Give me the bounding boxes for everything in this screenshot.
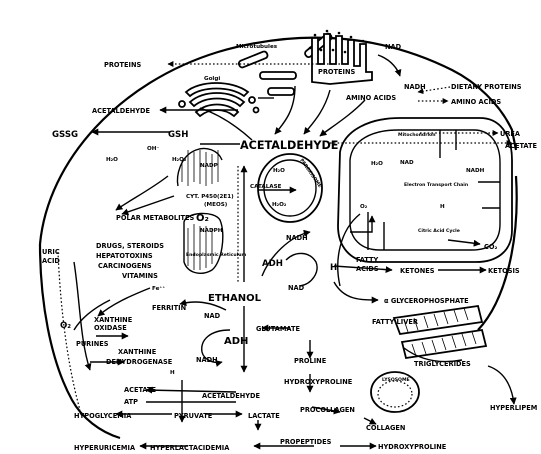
label-adh-low: ADH xyxy=(224,336,248,347)
label-golgi: Golgi xyxy=(204,76,220,82)
label-hydroxyproline: HYDROXYPROLINE xyxy=(284,378,353,386)
label-meos: (MEOS) xyxy=(204,202,228,208)
label-cyt-p450: CYT. P450(2E1) xyxy=(186,194,234,200)
label-gsh: GSH xyxy=(168,130,188,140)
label-xanthine-dh-1: XANTHINE xyxy=(118,348,157,356)
label-xanthine-dh-2: DEHYDROGENASE xyxy=(106,358,173,366)
label-nadp: NADP xyxy=(200,163,218,169)
label-proteins-center: PROTEINS xyxy=(318,68,355,76)
label-nad-mito: NAD xyxy=(400,160,414,166)
label-proline: PROLINE xyxy=(294,357,327,365)
label-acetaldehyde-low: ACETALDEHYDE xyxy=(202,392,260,400)
label-hepatotoxins: HEPATOTOXINS xyxy=(96,252,153,260)
label-h2o-perox: H₂O xyxy=(273,168,285,174)
label-uric-acid-2: ACID xyxy=(42,257,60,265)
label-nadh-low: NADH xyxy=(196,356,218,364)
label-mitochondrion: Mitochondrion xyxy=(398,132,435,138)
label-vitamins: VITAMINS xyxy=(122,272,158,280)
label-o2-left: O₂ xyxy=(60,321,71,331)
label-atp: ATP xyxy=(124,398,138,406)
label-hypoglycemia: HYPOGLYCEMIA xyxy=(74,412,132,420)
label-lactate: LACTATE xyxy=(248,412,280,420)
label-purines: PURINES xyxy=(76,340,109,348)
label-xanthine-oxidase-2: OXIDASE xyxy=(94,324,127,332)
label-carcinogens: CARCINOGENS xyxy=(98,262,152,270)
label-collagen: COLLAGEN xyxy=(366,424,405,432)
label-uric-acid-1: URIC xyxy=(42,248,60,256)
label-propeptides: PROPEPTIDES xyxy=(280,438,332,446)
label-h2o-left: H₂O xyxy=(106,157,118,163)
label-nadh-mito: NADH xyxy=(466,168,485,174)
label-h-mito: H xyxy=(440,204,445,210)
label-triglycerides: TRIGLYCERIDES xyxy=(414,360,471,368)
label-o2-mito: O₂ xyxy=(360,204,368,210)
label-h2o2-left: H₂O₂ xyxy=(172,157,187,163)
label-xanthine-oxidase-1: XANTHINE xyxy=(94,316,133,324)
label-h-low: H xyxy=(170,370,175,376)
label-citric-acid-cycle: Citric Acid Cycle xyxy=(418,228,460,234)
label-ketones: KETONES xyxy=(400,267,435,275)
label-h-mid: H xyxy=(330,263,337,273)
label-acetate-right: ACETATE xyxy=(505,142,538,150)
mitochondrion-icon xyxy=(338,118,512,262)
label-lysosome: LYSOSOME xyxy=(382,377,410,383)
label-fatty-acids-2: ACIDS xyxy=(356,265,379,273)
label-h2o-mito: H₂O xyxy=(371,161,383,167)
label-procollagen: PROCOLLAGEN xyxy=(300,406,355,414)
label-oh: OH⁻ xyxy=(147,146,159,152)
label-h2o2-perox: H₂O₂ xyxy=(272,202,287,208)
label-microtubules: Microtubules xyxy=(236,44,278,50)
label-nad-low: NAD xyxy=(204,312,221,320)
label-pyruvate: PYRUVATE xyxy=(174,412,213,420)
label-acetaldehyde-main: ACETALDEHYDE xyxy=(240,139,338,152)
label-ferritin: FERRITIN xyxy=(152,304,186,312)
label-polar-metabolites: POLAR METABOLITES xyxy=(116,214,195,222)
label-ketosis: KETOSIS xyxy=(488,267,520,275)
label-proteins-left: PROTEINS xyxy=(104,61,141,69)
label-electron-transport: Electron Transport Chain xyxy=(404,182,468,188)
label-hyperlactacidemia: HYPERLACTACIDEMIA xyxy=(150,444,230,452)
label-nadh-mid: NADH xyxy=(286,234,308,242)
label-er: Endoplasmic Reticulum xyxy=(186,252,246,258)
label-hyperlipemia: HYPERLIPEM xyxy=(490,404,537,412)
label-nadh-top: NADH xyxy=(404,83,426,91)
label-fe: Fe⁺⁺ xyxy=(152,285,165,292)
golgi-apparatus-icon xyxy=(179,83,259,116)
label-hyperuricemia: HYPERURICEMIA xyxy=(74,444,136,452)
label-adh-mid: ADH xyxy=(262,259,283,269)
label-co2: CO₂ xyxy=(484,243,497,251)
label-drugs: DRUGS, STEROIDS xyxy=(96,242,164,250)
label-alpha-glycerophosphate: α GLYCEROPHOSPHATE xyxy=(384,297,469,305)
label-urea: UREA xyxy=(500,130,521,138)
label-dietary-proteins: DIETARY PROTEINS xyxy=(451,83,522,91)
label-nad-top: NAD xyxy=(385,43,402,51)
label-amino-acids-center: AMINO ACIDS xyxy=(346,94,396,102)
label-fatty-liver: FATTY LIVER xyxy=(372,318,418,326)
label-acetate-low: ACETATE xyxy=(124,386,157,394)
label-catalase: CATALASE xyxy=(250,184,282,190)
label-gssg: GSSG xyxy=(52,130,78,140)
label-glutamate: GLUTAMATE xyxy=(256,325,300,333)
label-acetaldehyde-left: ACETALDEHYDE xyxy=(92,107,150,115)
label-amino-acids-right: AMINO ACIDS xyxy=(451,98,501,106)
label-nad-mid: NAD xyxy=(288,284,305,292)
label-ethanol: ETHANOL xyxy=(208,293,262,304)
label-fatty-acids-1: FATTY xyxy=(356,256,378,264)
label-hydroxyproline-low: HYDROXYPROLINE xyxy=(378,443,447,451)
label-nadph: NADPH xyxy=(200,228,223,234)
label-o2-er: O₂ xyxy=(196,213,209,224)
